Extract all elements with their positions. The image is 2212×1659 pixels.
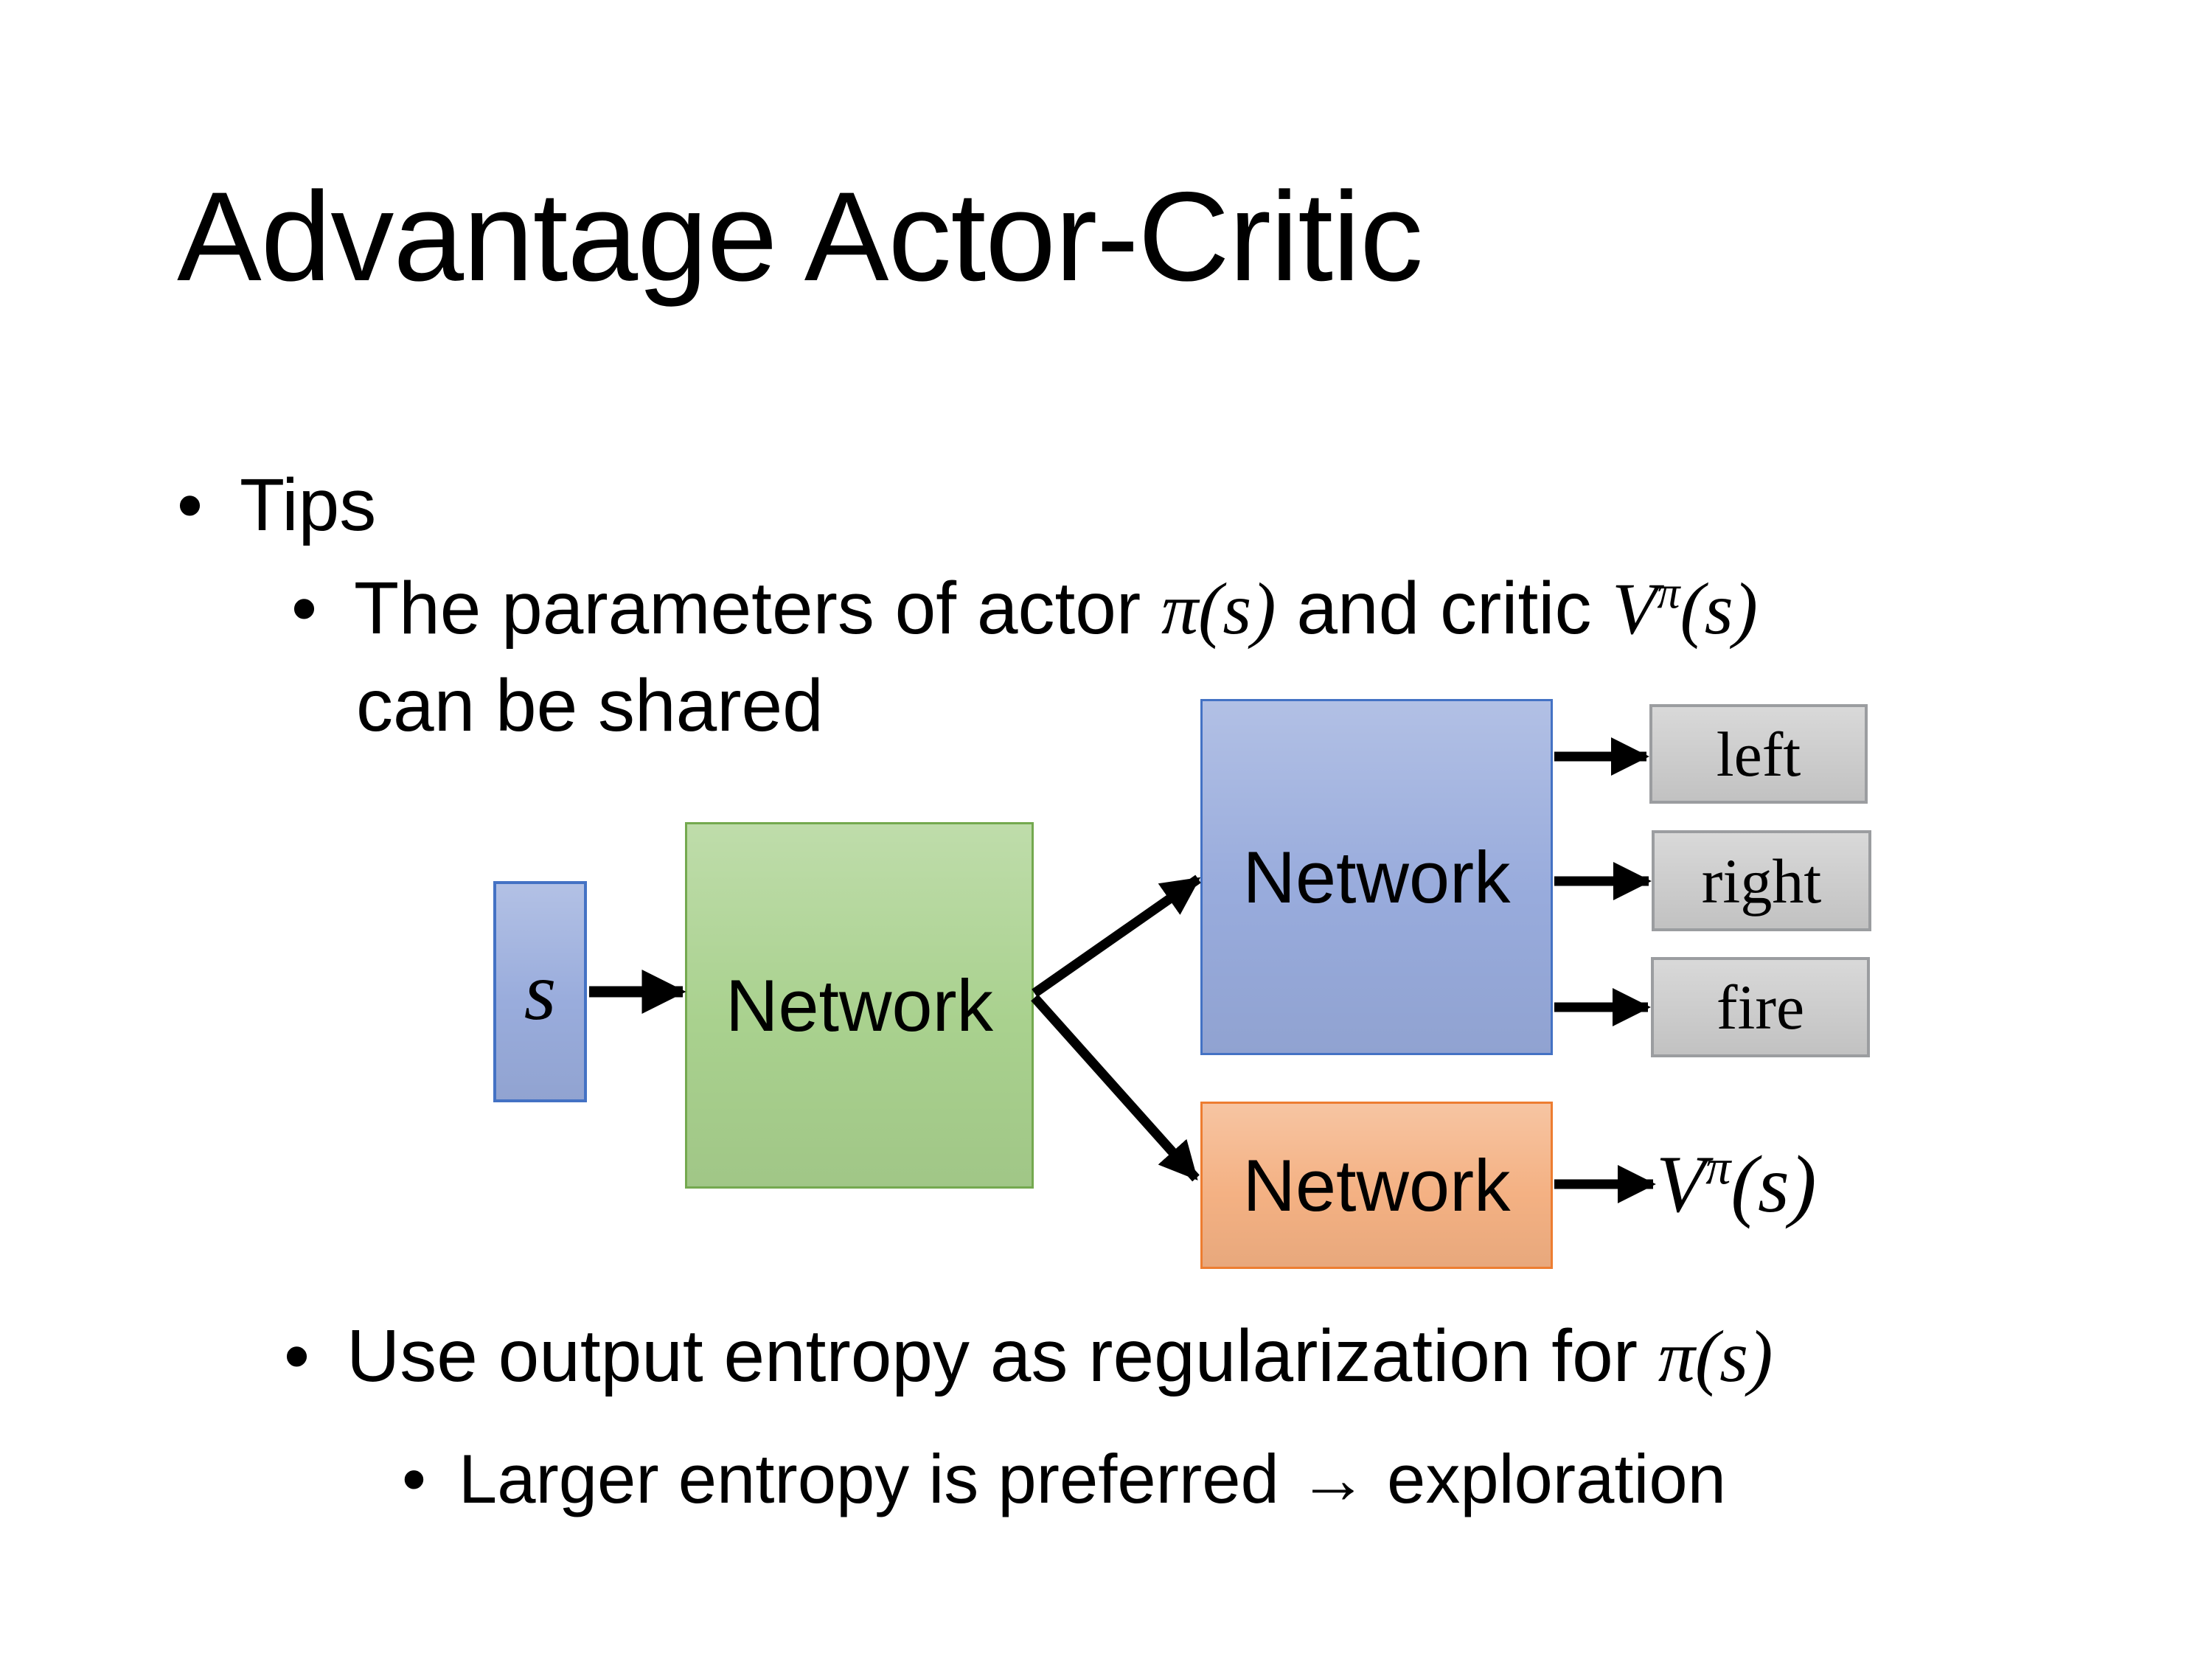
parameters-text-pre: The parameters of actor <box>354 567 1161 650</box>
actor-network-label: Network <box>1242 835 1511 918</box>
critic-v-args: (s) <box>1680 568 1758 650</box>
entropy-text-pre: Use output entropy as regularization for <box>347 1315 1658 1397</box>
action-box-fire: fire <box>1651 957 1870 1057</box>
state-label: s <box>524 945 557 1037</box>
critic-v-base: V <box>1612 568 1658 650</box>
bullet-glyph: • <box>284 1315 310 1397</box>
action-label-left: left <box>1716 718 1801 790</box>
bullet-line-entropy: • Use output entropy as regularization fo… <box>284 1314 1773 1399</box>
critic-v-sup: π <box>1657 568 1680 619</box>
actor-pi-math: π(s) <box>1161 568 1276 650</box>
bullet-line-tips: • Tips <box>177 463 376 548</box>
state-input-box: s <box>493 881 587 1102</box>
value-v-sup: π <box>1705 1138 1731 1195</box>
actor-network-box: Network <box>1200 699 1553 1055</box>
action-label-fire: fire <box>1716 972 1805 1043</box>
parameters-text-cont: can be shared <box>356 664 824 747</box>
page-title: Advantage Actor-Critic <box>177 166 1423 307</box>
bullet-line-parameters-cont: can be shared <box>356 664 824 748</box>
entropy-pi-math: π(s) <box>1658 1315 1773 1397</box>
critic-network-label: Network <box>1242 1144 1511 1226</box>
shared-network-box: Network <box>685 822 1034 1189</box>
parameters-text-mid: and critic <box>1276 567 1613 650</box>
action-box-right: right <box>1652 830 1871 931</box>
exploration-text: Larger entropy is preferred → exploratio… <box>458 1440 1726 1517</box>
critic-network-box: Network <box>1200 1102 1553 1269</box>
value-v-args: (s) <box>1731 1139 1817 1229</box>
value-v-base: V <box>1656 1139 1706 1229</box>
arrow-shared-to-actor <box>1032 874 1201 998</box>
value-output-label: Vπ(s) <box>1656 1139 1816 1229</box>
bullet-line-exploration: • Larger entropy is preferred → explorati… <box>402 1439 1726 1519</box>
bullet-glyph: • <box>291 567 318 650</box>
shared-network-label: Network <box>725 964 994 1046</box>
action-box-left: left <box>1649 704 1868 804</box>
tips-heading: Tips <box>240 464 377 546</box>
bullet-glyph: • <box>402 1440 426 1517</box>
bullet-glyph: • <box>177 464 204 546</box>
action-label-right: right <box>1701 845 1822 917</box>
arrow-shared-to-critic <box>1031 994 1200 1182</box>
bullet-line-parameters: • The parameters of actor π(s) and critic… <box>291 566 1758 651</box>
